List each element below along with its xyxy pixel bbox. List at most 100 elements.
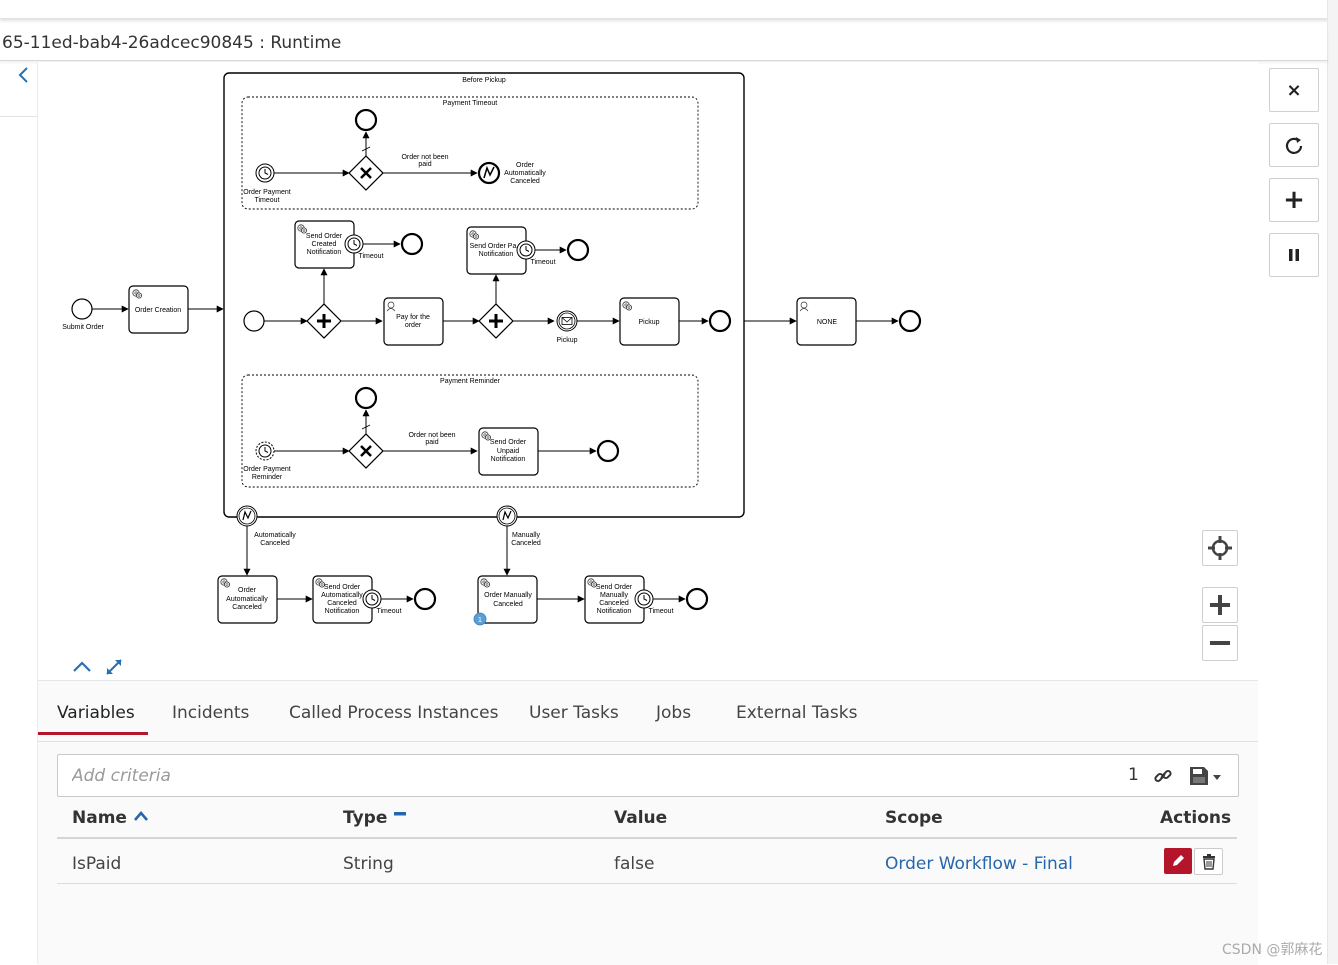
left-sidebar-collapsed (0, 62, 38, 964)
end-event-1 (354, 108, 378, 132)
save-criteria-dropdown[interactable] (1189, 766, 1225, 790)
svg-text:Payment Reminder: Payment Reminder (440, 378, 501, 385)
subprocess-before-pickup (223, 72, 745, 518)
event-subprocess-payment-reminder (241, 374, 699, 488)
svg-text:Timeout: Timeout (530, 259, 555, 266)
end-event-6 (354, 386, 378, 410)
svg-text:Pickup: Pickup (556, 337, 577, 344)
refresh-icon (1285, 137, 1303, 154)
boundary-timer-2 (516, 240, 536, 260)
refresh-button[interactable] (1269, 123, 1319, 167)
svg-text:1: 1 (478, 617, 482, 624)
tab-user-tasks[interactable]: User Tasks (529, 703, 619, 723)
chevron-left-icon (18, 67, 28, 83)
collapse-diagram-button[interactable] (71, 657, 93, 681)
end-event-8 (413, 587, 437, 611)
start-event-inner (243, 310, 265, 332)
escalation-end-event (477, 161, 501, 185)
add-button[interactable]: + (1269, 178, 1319, 222)
start-event-submit-order (71, 298, 93, 320)
svg-text:Timeout: Timeout (358, 253, 383, 260)
tab-variables[interactable]: Variables (57, 703, 135, 723)
svg-text:Timeout: Timeout (376, 608, 401, 615)
link-icon[interactable] (1153, 766, 1173, 790)
parallel-gateway-1 (306, 303, 342, 339)
variable-scope-link[interactable]: Order Workflow - Final (885, 854, 1073, 874)
submit-order-label: Submit Order (62, 324, 104, 331)
boundary-timer-4 (634, 589, 654, 609)
top-bar (0, 0, 1328, 19)
column-header-scope[interactable]: Scope (885, 808, 943, 828)
timer-start-payment-reminder (255, 441, 275, 461)
variable-type: String (343, 854, 394, 874)
svg-text:Order Creation: Order Creation (135, 307, 181, 314)
edit-variable-button[interactable] (1164, 848, 1192, 874)
fullscreen-button[interactable] (104, 657, 124, 681)
column-header-type[interactable]: Type (343, 808, 407, 828)
chevron-up-icon (73, 661, 91, 672)
timer-start-payment-timeout (255, 163, 275, 183)
zoom-in-button[interactable] (1202, 587, 1238, 623)
bpmn-diagram-canvas[interactable]: Before Pickup Payment Timeout Order Paym… (38, 62, 1258, 680)
column-header-value[interactable]: Value (614, 808, 668, 828)
recenter-button[interactable] (1202, 530, 1238, 566)
watermark: CSDN @郭麻花 (1222, 942, 1323, 958)
column-header-name[interactable]: Name (72, 808, 149, 828)
close-button[interactable]: × (1269, 68, 1319, 112)
expand-icon (106, 659, 122, 675)
pause-button[interactable] (1269, 233, 1319, 277)
page-title: 65-11ed-bab4-26adcec90845 : Runtime (2, 33, 342, 53)
minus-icon (1210, 641, 1230, 645)
variable-name: IsPaid (72, 854, 122, 874)
end-event-3 (566, 238, 590, 262)
crosshair-icon (1208, 536, 1232, 560)
pencil-icon (1173, 855, 1184, 866)
boundary-timer-3 (362, 589, 382, 609)
boundary-escalation-manual (496, 505, 518, 527)
tab-jobs[interactable]: Jobs (656, 703, 692, 723)
boundary-escalation-auto (236, 505, 258, 527)
expand-sidebar-button[interactable] (13, 66, 35, 88)
subprocess-before-pickup-label: Before Pickup (462, 77, 506, 84)
tab-external-tasks[interactable]: External Tasks (736, 703, 858, 723)
variable-value[interactable]: false (614, 854, 655, 874)
active-tab-indicator (38, 732, 148, 735)
parallel-gateway-2 (478, 303, 514, 339)
column-header-actions: Actions (1160, 808, 1232, 828)
message-catch-event-pickup (556, 310, 578, 332)
token-count-badge: 1 (473, 612, 487, 626)
svg-text:Pickup: Pickup (638, 319, 659, 326)
end-event-9 (685, 587, 709, 611)
vertical-scrollbar[interactable] (1327, 0, 1338, 964)
trash-icon (1202, 853, 1215, 870)
sort-none-icon (394, 812, 407, 816)
search-input[interactable] (70, 764, 974, 788)
delete-variable-button[interactable] (1194, 848, 1223, 875)
plus-icon (1210, 595, 1230, 615)
result-count: 1 (1128, 765, 1139, 785)
zoom-out-button[interactable] (1202, 625, 1238, 661)
search-bar: 1 (57, 754, 1239, 797)
tab-bar: Variables Incidents Called Process Insta… (38, 681, 1258, 742)
end-event-2 (400, 232, 424, 256)
sort-ascending-icon (133, 811, 148, 821)
tab-incidents[interactable]: Incidents (172, 703, 250, 723)
end-event-5 (898, 309, 922, 333)
payment-timeout-label: Payment Timeout (443, 100, 498, 107)
tab-called-process-instances[interactable]: Called Process Instances (289, 703, 499, 723)
end-event-4 (708, 309, 732, 333)
